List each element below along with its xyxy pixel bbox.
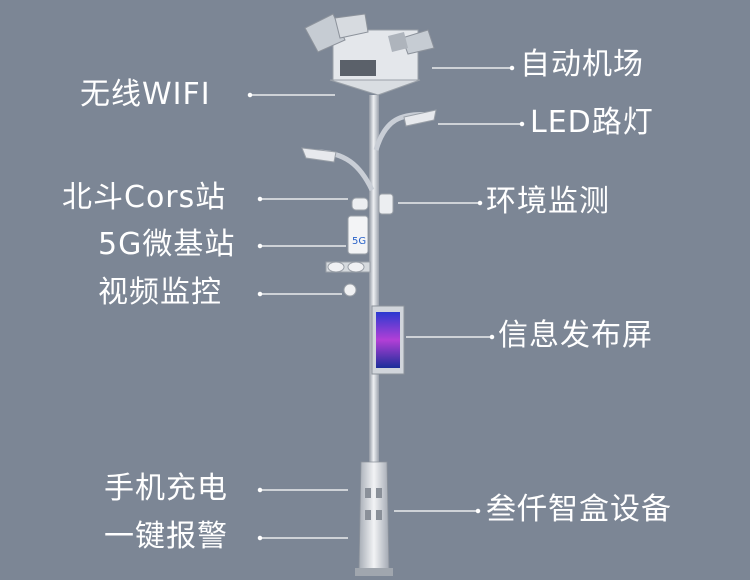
label-beidou: 北斗Cors站 xyxy=(62,180,227,215)
label-wifi: 无线WIFI xyxy=(80,77,211,112)
label-charge: 手机充电 xyxy=(104,471,228,506)
label-video: 视频监控 xyxy=(98,275,222,310)
label-env: 环境监测 xyxy=(486,184,610,219)
label-5g: 5G微基站 xyxy=(98,227,236,262)
env-sensor xyxy=(378,193,394,215)
5g-badge-text: 5G xyxy=(352,236,366,247)
label-screen: 信息发布屏 xyxy=(498,318,653,353)
5g-micro-base xyxy=(347,215,369,255)
label-airport: 自动机场 xyxy=(520,47,644,82)
dome-camera xyxy=(343,283,357,297)
beidou-antenna xyxy=(351,197,369,211)
label-led: LED路灯 xyxy=(530,105,654,140)
pole-shaft xyxy=(369,95,379,465)
pole-base-cabinet xyxy=(358,461,390,573)
info-screen-display xyxy=(376,312,400,368)
label-alarm: 一键报警 xyxy=(104,519,228,554)
label-box: 叁仟智盒设备 xyxy=(486,492,672,527)
